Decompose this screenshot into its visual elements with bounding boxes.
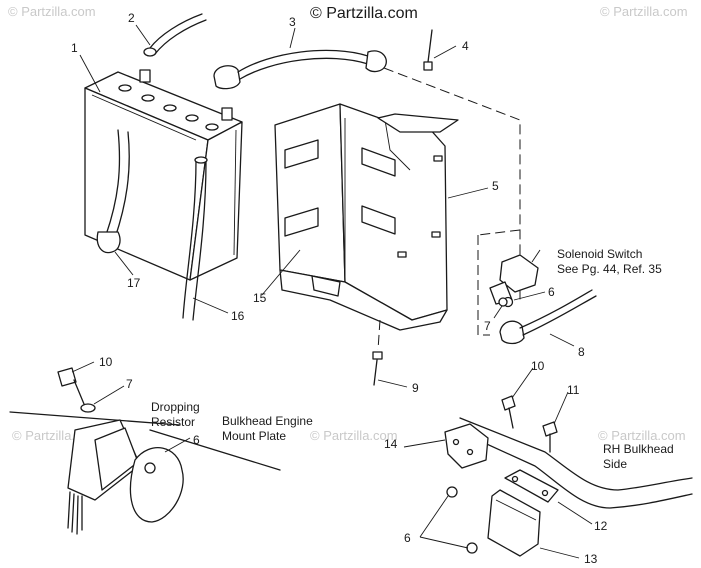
battery [84,69,243,321]
watermark-bottom-center: © Partzilla.com [310,428,398,443]
dropping-label-line1: Dropping [151,400,200,414]
callout-2: 2 [128,11,135,25]
starter-cable [213,49,521,300]
callout-4: 4 [462,39,469,53]
bolt-9 [372,319,383,386]
solenoid-label-line2: See Pg. 44, Ref. 35 [557,262,662,276]
rh-bulkhead-label-line1: RH Bulkhead [603,442,674,456]
callout-15: 15 [253,291,267,305]
callout-6-mid: 6 [548,285,555,299]
dropping-resistor [9,367,281,535]
dropping-label-line2: Resistor [151,415,195,429]
bulkhead-label-line2: Mount Plate [222,429,286,443]
solenoid-switch [477,229,539,336]
rh-bulkhead [444,395,693,557]
callout-7-left: 7 [126,377,133,391]
bulkhead-label-line1: Bulkhead Engine [222,414,313,428]
watermark-top-right: © Partzilla.com [600,4,688,19]
callout-6-left: 6 [193,433,200,447]
rh-bulkhead-label-line2: Side [603,457,627,471]
callout-10-left: 10 [99,355,113,369]
callout-13: 13 [584,552,598,566]
watermark-bottom-right: © Partzilla.com [598,428,686,443]
callout-1: 1 [71,41,78,55]
cable-8 [499,289,597,345]
callout-16: 16 [231,309,245,323]
callout-3: 3 [289,15,296,29]
callout-6-right: 6 [404,531,411,545]
copyright-text: © Partzilla.com [310,5,418,22]
solenoid-label-line1: Solenoid Switch [557,247,642,261]
callout-8: 8 [578,345,585,359]
watermark-top-left: © Partzilla.com [8,4,96,19]
callout-5: 5 [492,179,499,193]
callout-12: 12 [594,519,608,533]
callout-17: 17 [127,276,141,290]
callout-9: 9 [412,381,419,395]
nut-washer-mid [498,296,514,308]
callout-14: 14 [384,437,398,451]
callout-7-mid: 7 [484,319,491,333]
battery-box [274,103,459,331]
leader-lines [71,24,593,559]
callout-11: 11 [567,383,580,397]
bolt-4 [423,29,433,71]
callout-10-right: 10 [531,359,545,373]
battery-cable [143,13,207,57]
